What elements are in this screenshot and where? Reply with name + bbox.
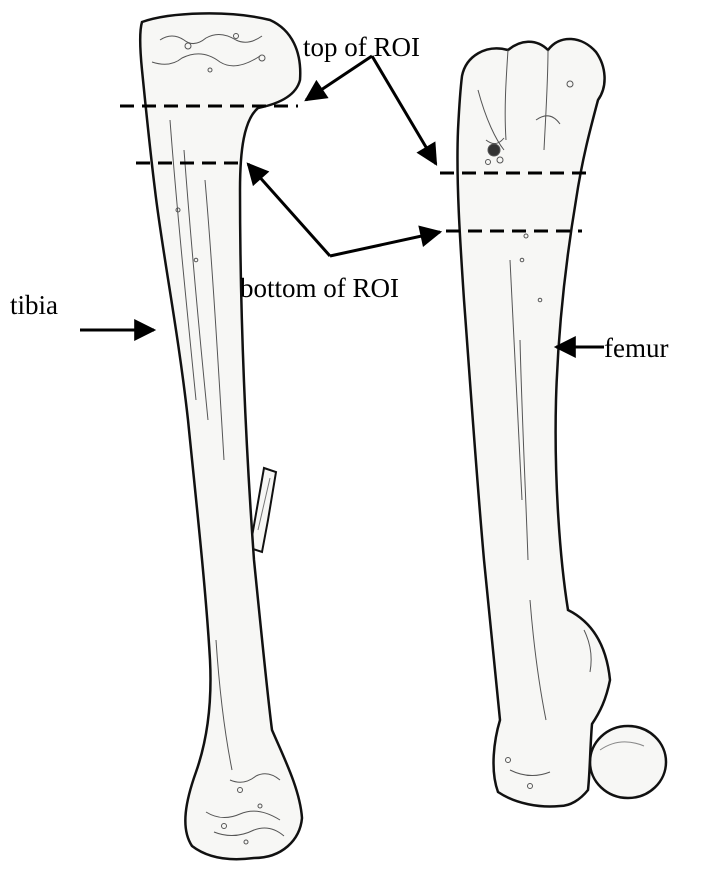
tibia-outline <box>140 13 302 859</box>
arrow-top-to-tibia <box>306 56 372 100</box>
top-of-roi-label: top of ROI <box>303 32 420 62</box>
tibia-bone <box>140 13 302 859</box>
bottom-of-roi-label: bottom of ROI <box>240 273 399 303</box>
arrow-top-to-femur <box>372 56 436 164</box>
femoral-head <box>590 726 666 798</box>
femur-bone <box>457 39 666 807</box>
arrow-bottom-to-tibia <box>248 164 330 256</box>
femur-outline <box>457 39 610 807</box>
tibia-label: tibia <box>10 290 58 320</box>
femur-label: femur <box>604 333 668 363</box>
arrow-bottom-to-femur <box>330 232 440 256</box>
